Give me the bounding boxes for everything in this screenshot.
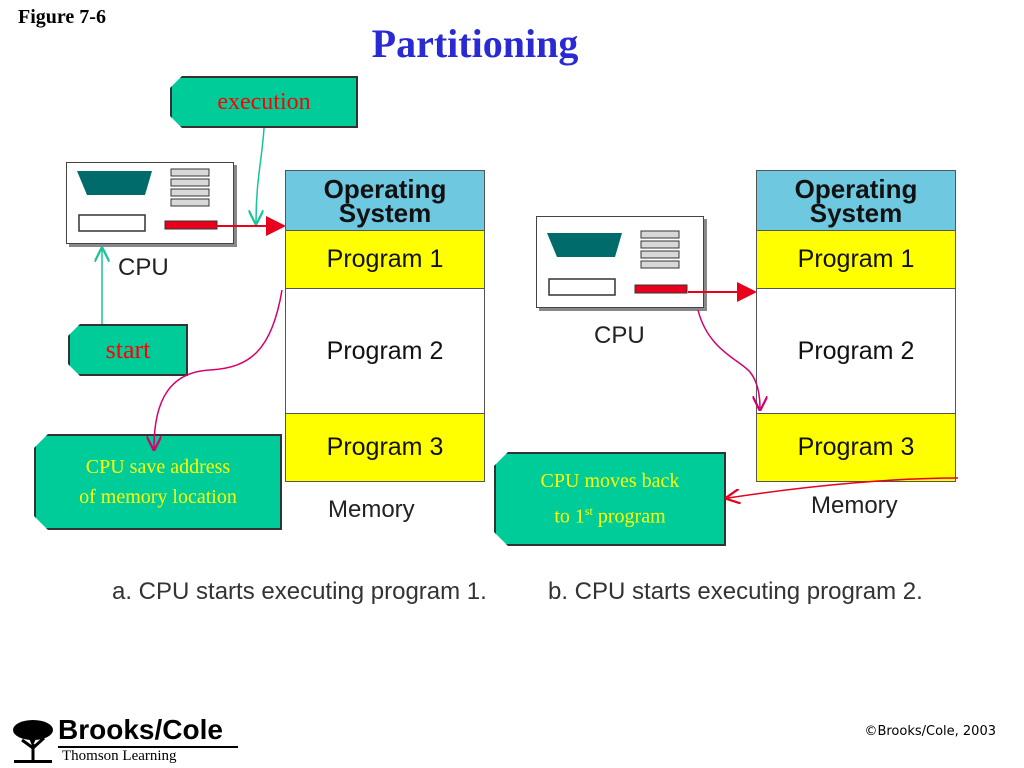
callout-moves-line2: to 1st program [541, 496, 680, 532]
figure-label: Figure 7-6 [18, 6, 106, 28]
page-title: Partitioning [371, 21, 579, 66]
callout-save-address: CPU save address of memory location [34, 434, 282, 530]
callout-save-line2: of memory location [79, 486, 237, 508]
publisher-sub-text: Thomson Learning [62, 748, 177, 764]
publisher-logo-text: Brooks/Cole [58, 714, 223, 745]
cpu-a-label: CPU [118, 254, 169, 281]
callout-moves-line2-sup: st [584, 504, 593, 519]
memory-a-os-line1: Operating [323, 173, 447, 204]
memory-b-os-line2: System [809, 197, 903, 228]
memory-a-program-1: Program 1 [286, 231, 484, 289]
cpu-b [536, 216, 704, 308]
callout-execution: execution [170, 76, 358, 128]
copyright-text: ©Brooks/Cole, 2003 [864, 724, 996, 739]
callout-start: start [68, 324, 188, 376]
memory-a-label: Memory [328, 496, 415, 523]
memory-b-program-1: Program 1 [757, 231, 955, 289]
memory-b-os-line1: Operating [794, 173, 918, 204]
tree-logo-icon [13, 720, 53, 763]
publisher-logo-rule [58, 746, 238, 748]
caption-a: a. CPU starts executing program 1. [112, 578, 487, 605]
cpu-b-label: CPU [594, 322, 645, 349]
callout-moves-line2-prefix: to 1 [554, 505, 585, 528]
memory-a-os-line2: System [338, 197, 432, 228]
memory-a-program-2: Program 2 [286, 289, 484, 414]
memory-b-program-2: Program 2 [757, 289, 955, 414]
arrow-execution [256, 127, 265, 222]
memory-a-program-3: Program 3 [286, 414, 484, 481]
callout-execution-text: execution [217, 88, 311, 115]
callout-moves-line1: CPU moves back [540, 470, 680, 493]
callout-moves-back: CPU moves back to 1st program [494, 452, 726, 546]
memory-b-program-3: Program 3 [757, 414, 955, 481]
cpu-b-icon [547, 230, 688, 296]
callout-moves-line2-suffix: program [592, 505, 666, 528]
arrow-cpu-b-to-program-2 [697, 309, 760, 408]
cpu-a-icon [77, 168, 218, 232]
cpu-a [66, 162, 234, 244]
memory-b-label: Memory [811, 492, 898, 519]
callout-start-text: start [105, 335, 151, 364]
callout-save-line1: CPU save address [85, 456, 231, 478]
caption-b: b. CPU starts executing program 2. [548, 578, 923, 605]
